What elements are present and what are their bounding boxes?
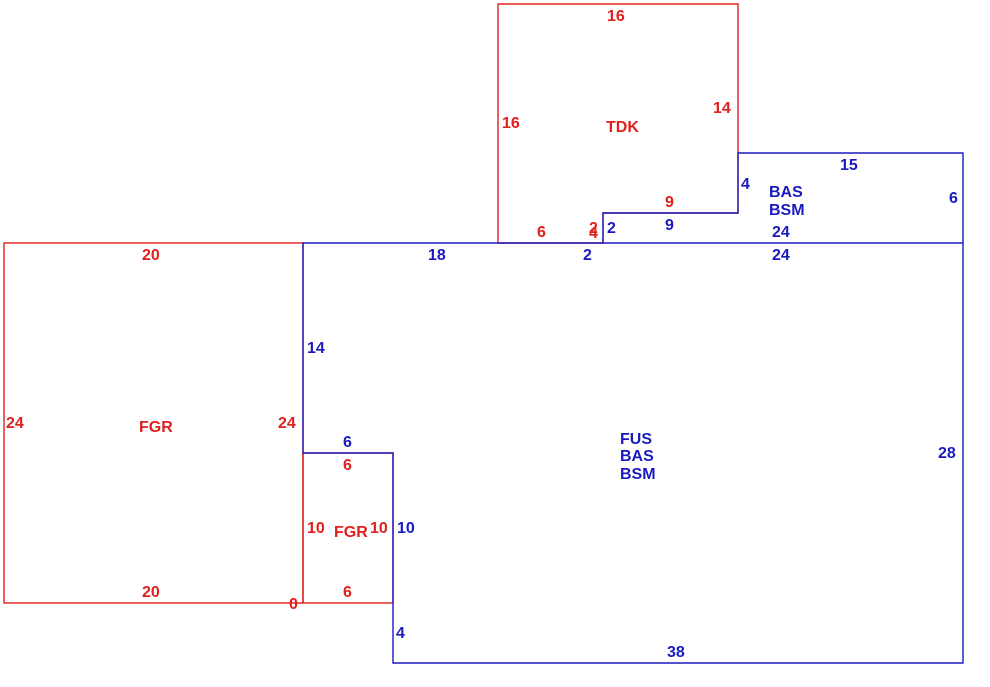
fus-area-code: FUS [620, 431, 652, 448]
dim-tdk-step-a: 2 [589, 220, 598, 237]
dim-main-notch-right: 10 [397, 520, 415, 537]
dim-fgr-large-left: 24 [6, 415, 24, 432]
dim-main-notch-top: 6 [343, 434, 352, 451]
dim-bas-top: 15 [840, 157, 858, 174]
dim-main-right: 28 [938, 445, 956, 462]
dim-fgr-small-top: 6 [343, 457, 352, 474]
bsm-area-code-main: BSM [620, 466, 656, 483]
fgr-small-area-code: FGR [334, 524, 368, 541]
dim-bas-bottom: 24 [772, 224, 790, 241]
dim-fgr-small-right: 10 [370, 520, 388, 537]
dim-main-top-mid: 2 [583, 247, 592, 264]
dim-fgr-small-bottom: 6 [343, 584, 352, 601]
bsm-area-code: BSM [769, 202, 805, 219]
dim-bas-notch-left: 2 [607, 220, 616, 237]
dim-fgr-large-bottom: 20 [142, 584, 160, 601]
dim-tdk-step-b: 4 [589, 225, 598, 242]
dim-fgr-small-left: 10 [307, 520, 325, 537]
dim-tdk-right: 14 [713, 100, 731, 117]
dim-tdk-bottom-left: 6 [537, 224, 546, 241]
dim-bas-notch-top: 9 [665, 217, 674, 234]
dim-main-top-left: 18 [428, 247, 446, 264]
dim-bas-right: 6 [949, 190, 958, 207]
bas-area-code-main: BAS [620, 448, 654, 465]
dim-fgr-large-right: 24 [278, 415, 296, 432]
dim-tdk-left: 16 [502, 115, 520, 132]
dim-bas-left: 4 [741, 176, 750, 193]
dim-main-top-right: 24 [772, 247, 790, 264]
dim-main-left-lower: 4 [396, 625, 405, 642]
dim-fgr-large-top: 20 [142, 247, 160, 264]
bas-area-code: BAS [769, 184, 803, 201]
dim-tdk-notch-top: 9 [665, 194, 674, 211]
bas-bsm-area-outline [602, 152, 964, 243]
dim-main-bottom: 38 [667, 644, 685, 661]
dim-corner-zero: 0 [289, 596, 298, 613]
dim-main-left-upper: 14 [307, 340, 325, 357]
fgr-large-area-code: FGR [139, 419, 173, 436]
tdk-area-code: TDK [606, 119, 639, 136]
dim-tdk-top: 16 [607, 8, 625, 25]
